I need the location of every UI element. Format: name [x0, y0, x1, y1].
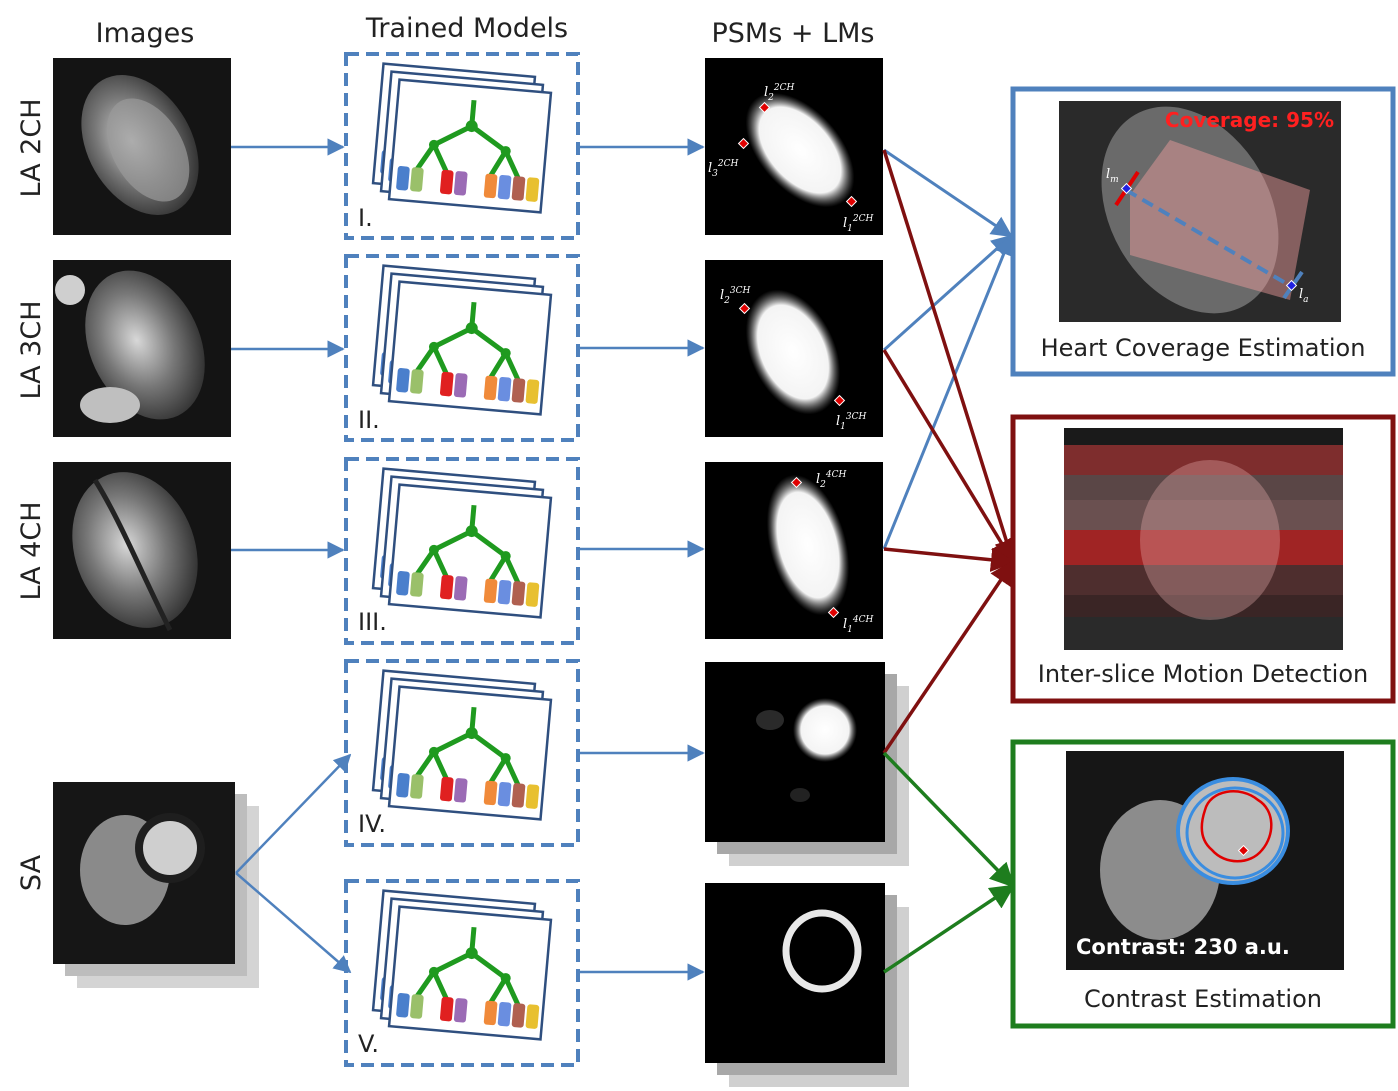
column-header-psms-lms: PSMs + LMs — [712, 18, 875, 49]
psm-sa-myocardium — [705, 883, 909, 1087]
column-header-trained-models: Trained Models — [365, 13, 568, 44]
model-label-1: I. — [358, 204, 373, 232]
arrow-image-to-model-5 — [235, 872, 352, 974]
row-label-sa: SA — [16, 854, 47, 891]
trained-model-1: I. — [344, 52, 580, 240]
trained-model-2: II. — [344, 254, 580, 442]
arrows-to-motion — [882, 149, 1019, 754]
row-label-la-2ch: LA 2CH — [16, 98, 47, 197]
model-label-3: III. — [358, 608, 387, 636]
model-label-4: IV. — [358, 810, 386, 838]
output-title-heart-coverage: Heart Coverage Estimation — [1041, 334, 1366, 362]
psm-la-4ch: l24CH l14CH — [705, 462, 883, 639]
output-heart-coverage: lm la Coverage: 95% Heart Coverage Estim… — [1010, 86, 1396, 377]
input-image-la-2ch — [53, 58, 231, 235]
output-contrast: Contrast: 230 a.u. Contrast Estimation — [1010, 739, 1396, 1029]
psm-sa-blood-pool — [705, 662, 909, 866]
landmark-label-la: la — [1299, 287, 1309, 305]
trained-model-3: III. — [344, 457, 580, 645]
input-image-la-3ch — [53, 260, 231, 437]
output-inter-slice-motion: Inter-slice Motion Detection — [1010, 414, 1396, 704]
model-label-5: V. — [358, 1030, 379, 1058]
output-title-contrast: Contrast Estimation — [1084, 985, 1322, 1013]
arrows-to-contrast — [882, 751, 1016, 974]
trained-model-4: IV. — [344, 659, 580, 847]
psm-la-3ch: l23CH l13CH — [705, 260, 883, 437]
arrow-image-to-model-4 — [235, 753, 352, 874]
row-label-la-4ch: LA 4CH — [16, 501, 47, 600]
row-label-la-3ch: LA 3CH — [16, 300, 47, 399]
contrast-overlay-text: Contrast: 230 a.u. — [1076, 935, 1290, 959]
arrows-to-coverage — [882, 148, 1014, 550]
model-label-2: II. — [358, 406, 380, 434]
input-image-la-4ch — [53, 462, 231, 639]
output-title-inter-slice-motion: Inter-slice Motion Detection — [1038, 660, 1368, 688]
column-header-images: Images — [96, 18, 195, 49]
psm-la-2ch: l22CH l32CH l12CH — [705, 58, 883, 235]
input-image-sa-stack — [53, 782, 259, 988]
coverage-overlay-text: Coverage: 95% — [1165, 108, 1334, 132]
trained-model-5: V. — [344, 879, 580, 1067]
